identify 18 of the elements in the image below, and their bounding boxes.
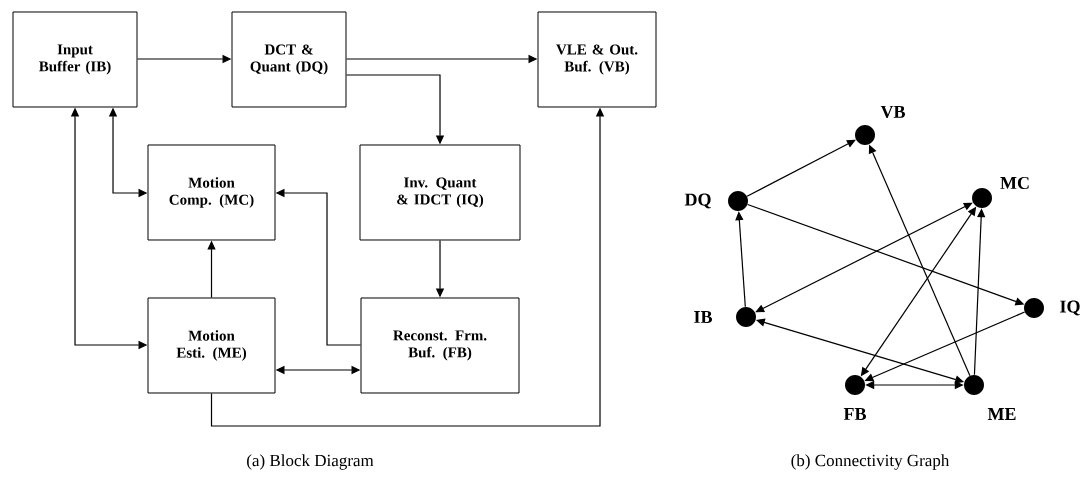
block-box: Motion Esti. (ME) xyxy=(147,297,276,394)
vertex-label: ME xyxy=(987,408,1016,420)
graph-arrow xyxy=(755,202,973,313)
block-box: DCT & Quant (DQ) xyxy=(231,11,347,108)
vertex-label: FB xyxy=(843,408,866,420)
block-box: Input Buffer (IB) xyxy=(12,11,138,108)
vertex-label: DQ xyxy=(684,193,711,209)
block-box: Inv. Quant & IDCT (IQ) xyxy=(359,144,521,241)
block-box: VLE & Out. Buf. (VB) xyxy=(537,11,657,108)
caption: (a) Block Diagram xyxy=(247,454,374,470)
vertex-label: VB xyxy=(880,105,905,118)
vertex-label: IQ xyxy=(1060,300,1080,316)
vertex-label: MC xyxy=(1000,176,1029,190)
caption: (b) Connectivity Graph xyxy=(791,454,950,470)
graph-arrow xyxy=(746,139,856,197)
block-box: Reconst. Frm. Buf. (FB) xyxy=(360,297,520,394)
block-box: Motion Comp. (MC) xyxy=(147,144,276,241)
vertex-label: IB xyxy=(694,311,712,323)
